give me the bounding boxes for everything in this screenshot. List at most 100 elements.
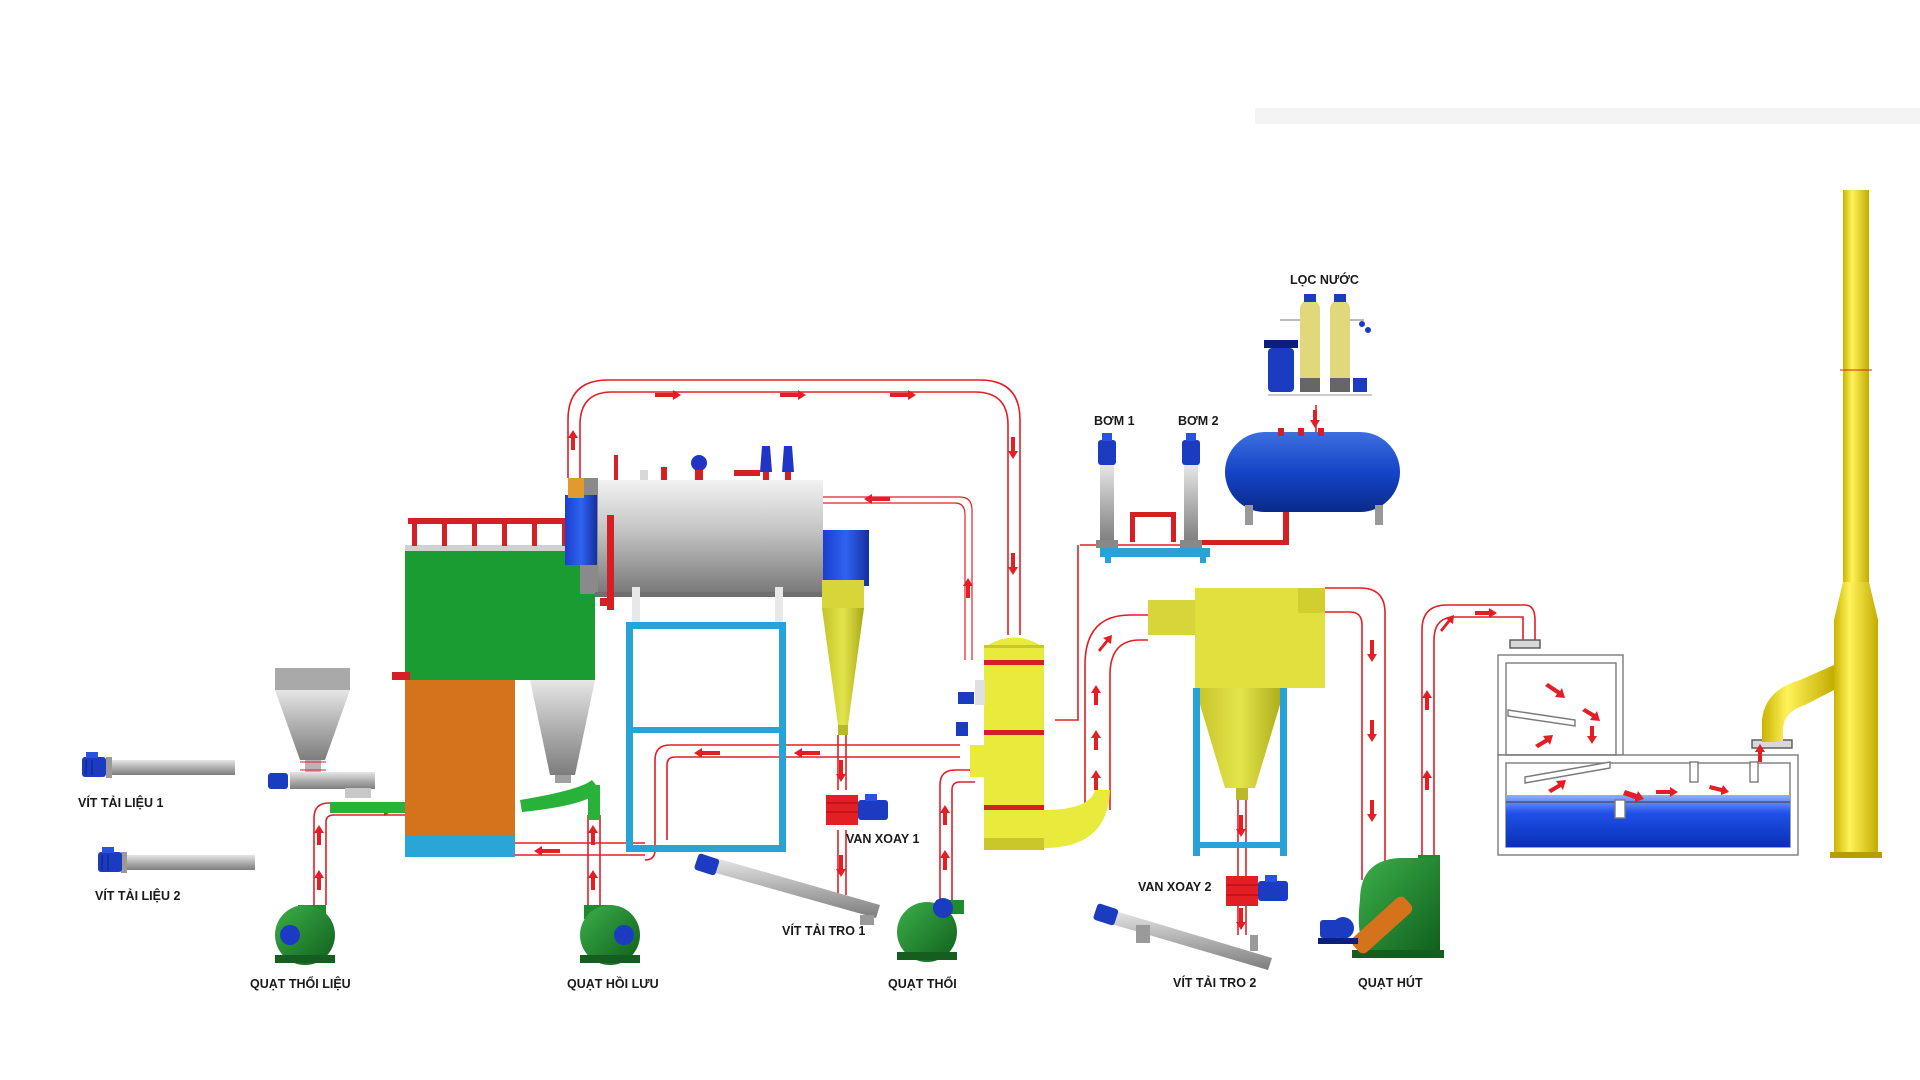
duct-cyclone-to-fan — [1325, 587, 1386, 880]
boiler-drum — [565, 446, 869, 610]
wet-scrubber — [956, 637, 1110, 850]
valve-icon — [956, 722, 968, 736]
flow-arrow-icon — [836, 855, 846, 877]
water-storage-tank — [1200, 428, 1400, 545]
flow-arrow-icon — [314, 870, 324, 890]
flow-arrow-icon — [1535, 735, 1553, 748]
drum-rear-box — [823, 530, 869, 586]
feed-pipe-green — [330, 802, 408, 813]
top-strip — [1255, 108, 1920, 124]
flow-arrow-icon — [1548, 780, 1566, 793]
flow-arrow-icon — [794, 748, 820, 758]
duct-fan-to-tank — [1421, 604, 1536, 855]
exhaust-fan[interactable] — [1318, 855, 1444, 958]
flow-arrow-icon — [1008, 437, 1018, 459]
duct-quat-thoi-up — [939, 769, 975, 900]
label-bom-1: BƠM 1 — [1094, 414, 1135, 428]
pump-1[interactable] — [1096, 433, 1118, 548]
label-quat-thoi-lieu: QUẠT THỔI LIỆU — [250, 976, 351, 991]
screw-tube — [125, 855, 255, 870]
duct-top-loop-inner — [579, 391, 1009, 635]
valve-icon — [958, 692, 974, 704]
duct-thoi-lieu-up-2 — [325, 814, 405, 905]
ash-screw-1[interactable] — [694, 853, 880, 925]
duct-cyclone-to-fan-2 — [1325, 611, 1363, 880]
cyclone-1 — [822, 580, 864, 735]
furnace-body-orange — [405, 680, 515, 835]
label-vit-tai-lieu-2: VÍT TẢI LIỆU 2 — [95, 888, 180, 903]
flow-arrow-icon — [1582, 708, 1600, 721]
flow-arrow-icon — [1545, 683, 1565, 698]
chimney — [1762, 190, 1882, 858]
label-loc-nuoc: LỌC NƯỚC — [1290, 272, 1359, 287]
flow-arrow-icon — [1587, 726, 1597, 744]
flow-arrow-icon — [836, 760, 846, 782]
fan-hoi-luu[interactable] — [580, 905, 640, 965]
motor-icon — [858, 794, 888, 820]
rotary-valve-2[interactable] — [1226, 875, 1288, 906]
feed-screw-2[interactable] — [98, 847, 255, 873]
flow-arrow-icon — [1623, 790, 1644, 802]
fan-thoi[interactable] — [897, 898, 964, 962]
flow-arrow-icon — [940, 850, 950, 870]
label-vit-tai-tro-1: VÍT TẢI TRO 1 — [782, 923, 865, 938]
label-quat-hut: QUẠT HÚT — [1358, 975, 1423, 990]
duct-furnace-bottom — [515, 842, 645, 856]
fan-thoi-lieu[interactable] — [275, 905, 335, 965]
drum-burner — [565, 495, 597, 565]
flow-arrow-icon — [963, 578, 973, 598]
label-bom-2: BƠM 2 — [1178, 414, 1219, 428]
duct-cyclone1-ash — [837, 735, 847, 790]
valve-icon — [782, 446, 794, 472]
ash-screw-2[interactable] — [1093, 903, 1272, 970]
flow-arrow-icon — [1440, 615, 1454, 632]
flow-arrow-icon — [940, 805, 950, 825]
flow-arrow-icon — [1310, 410, 1320, 428]
flow-arrow-icon — [864, 494, 890, 504]
furnace — [392, 518, 600, 857]
flow-arrow-icon — [1236, 815, 1246, 837]
drum-body — [595, 480, 823, 592]
feed-screw-1[interactable] — [82, 752, 235, 778]
duct-lower-horizontal-2 — [666, 756, 960, 840]
pump-manifold — [1100, 512, 1210, 563]
duct-top-loop-outer — [567, 379, 1021, 635]
flow-arrow-icon — [1367, 640, 1377, 662]
flow-arrow-icon — [1098, 635, 1112, 652]
flow-arrow-icon — [1008, 553, 1018, 575]
flow-arrows — [314, 390, 1497, 930]
duct-cyclone2-ash — [1237, 798, 1247, 878]
duct-vanxoay2-ash — [1237, 905, 1247, 935]
flow-arrow-icon — [1709, 785, 1729, 795]
furnace-ash-hopper — [530, 680, 595, 775]
flow-ducts — [313, 379, 1536, 935]
flow-arrow-icon — [1475, 608, 1497, 618]
label-quat-thoi: QUẠT THỔI — [888, 976, 957, 991]
flow-arrow-icon — [588, 825, 598, 845]
duct-quat-thoi-up-2 — [951, 781, 975, 900]
valve-icon — [691, 455, 707, 471]
water-treatment-tank — [1497, 639, 1799, 856]
duct-boiler-return-2 — [745, 502, 966, 660]
furnace-base-cyan — [405, 835, 515, 857]
tank-arrows — [1535, 683, 1765, 802]
labels: LỌC NƯỚC BƠM 1 BƠM 2 VAN XOAY 1 VAN XOAY… — [78, 272, 1423, 991]
pump-2[interactable] — [1180, 433, 1202, 548]
flow-arrow-icon — [694, 748, 720, 758]
flow-arrow-icon — [534, 846, 560, 856]
flow-arrow-icon — [568, 430, 578, 450]
valve-icon — [760, 446, 772, 472]
flow-arrow-icon — [655, 390, 681, 400]
flow-arrow-icon — [780, 390, 806, 400]
rotary-valve-1[interactable] — [826, 794, 888, 825]
flow-arrow-icon — [1236, 908, 1246, 930]
flow-arrow-icon — [314, 825, 324, 845]
furnace-top-green — [405, 548, 595, 680]
support-frame — [626, 587, 786, 852]
flow-arrow-icon — [1367, 800, 1377, 822]
flow-arrow-icon — [1422, 690, 1432, 710]
flow-arrow-icon — [588, 870, 598, 890]
feed-hopper — [268, 668, 375, 798]
duct-scrubber-to-cyclone-2 — [1109, 639, 1148, 810]
